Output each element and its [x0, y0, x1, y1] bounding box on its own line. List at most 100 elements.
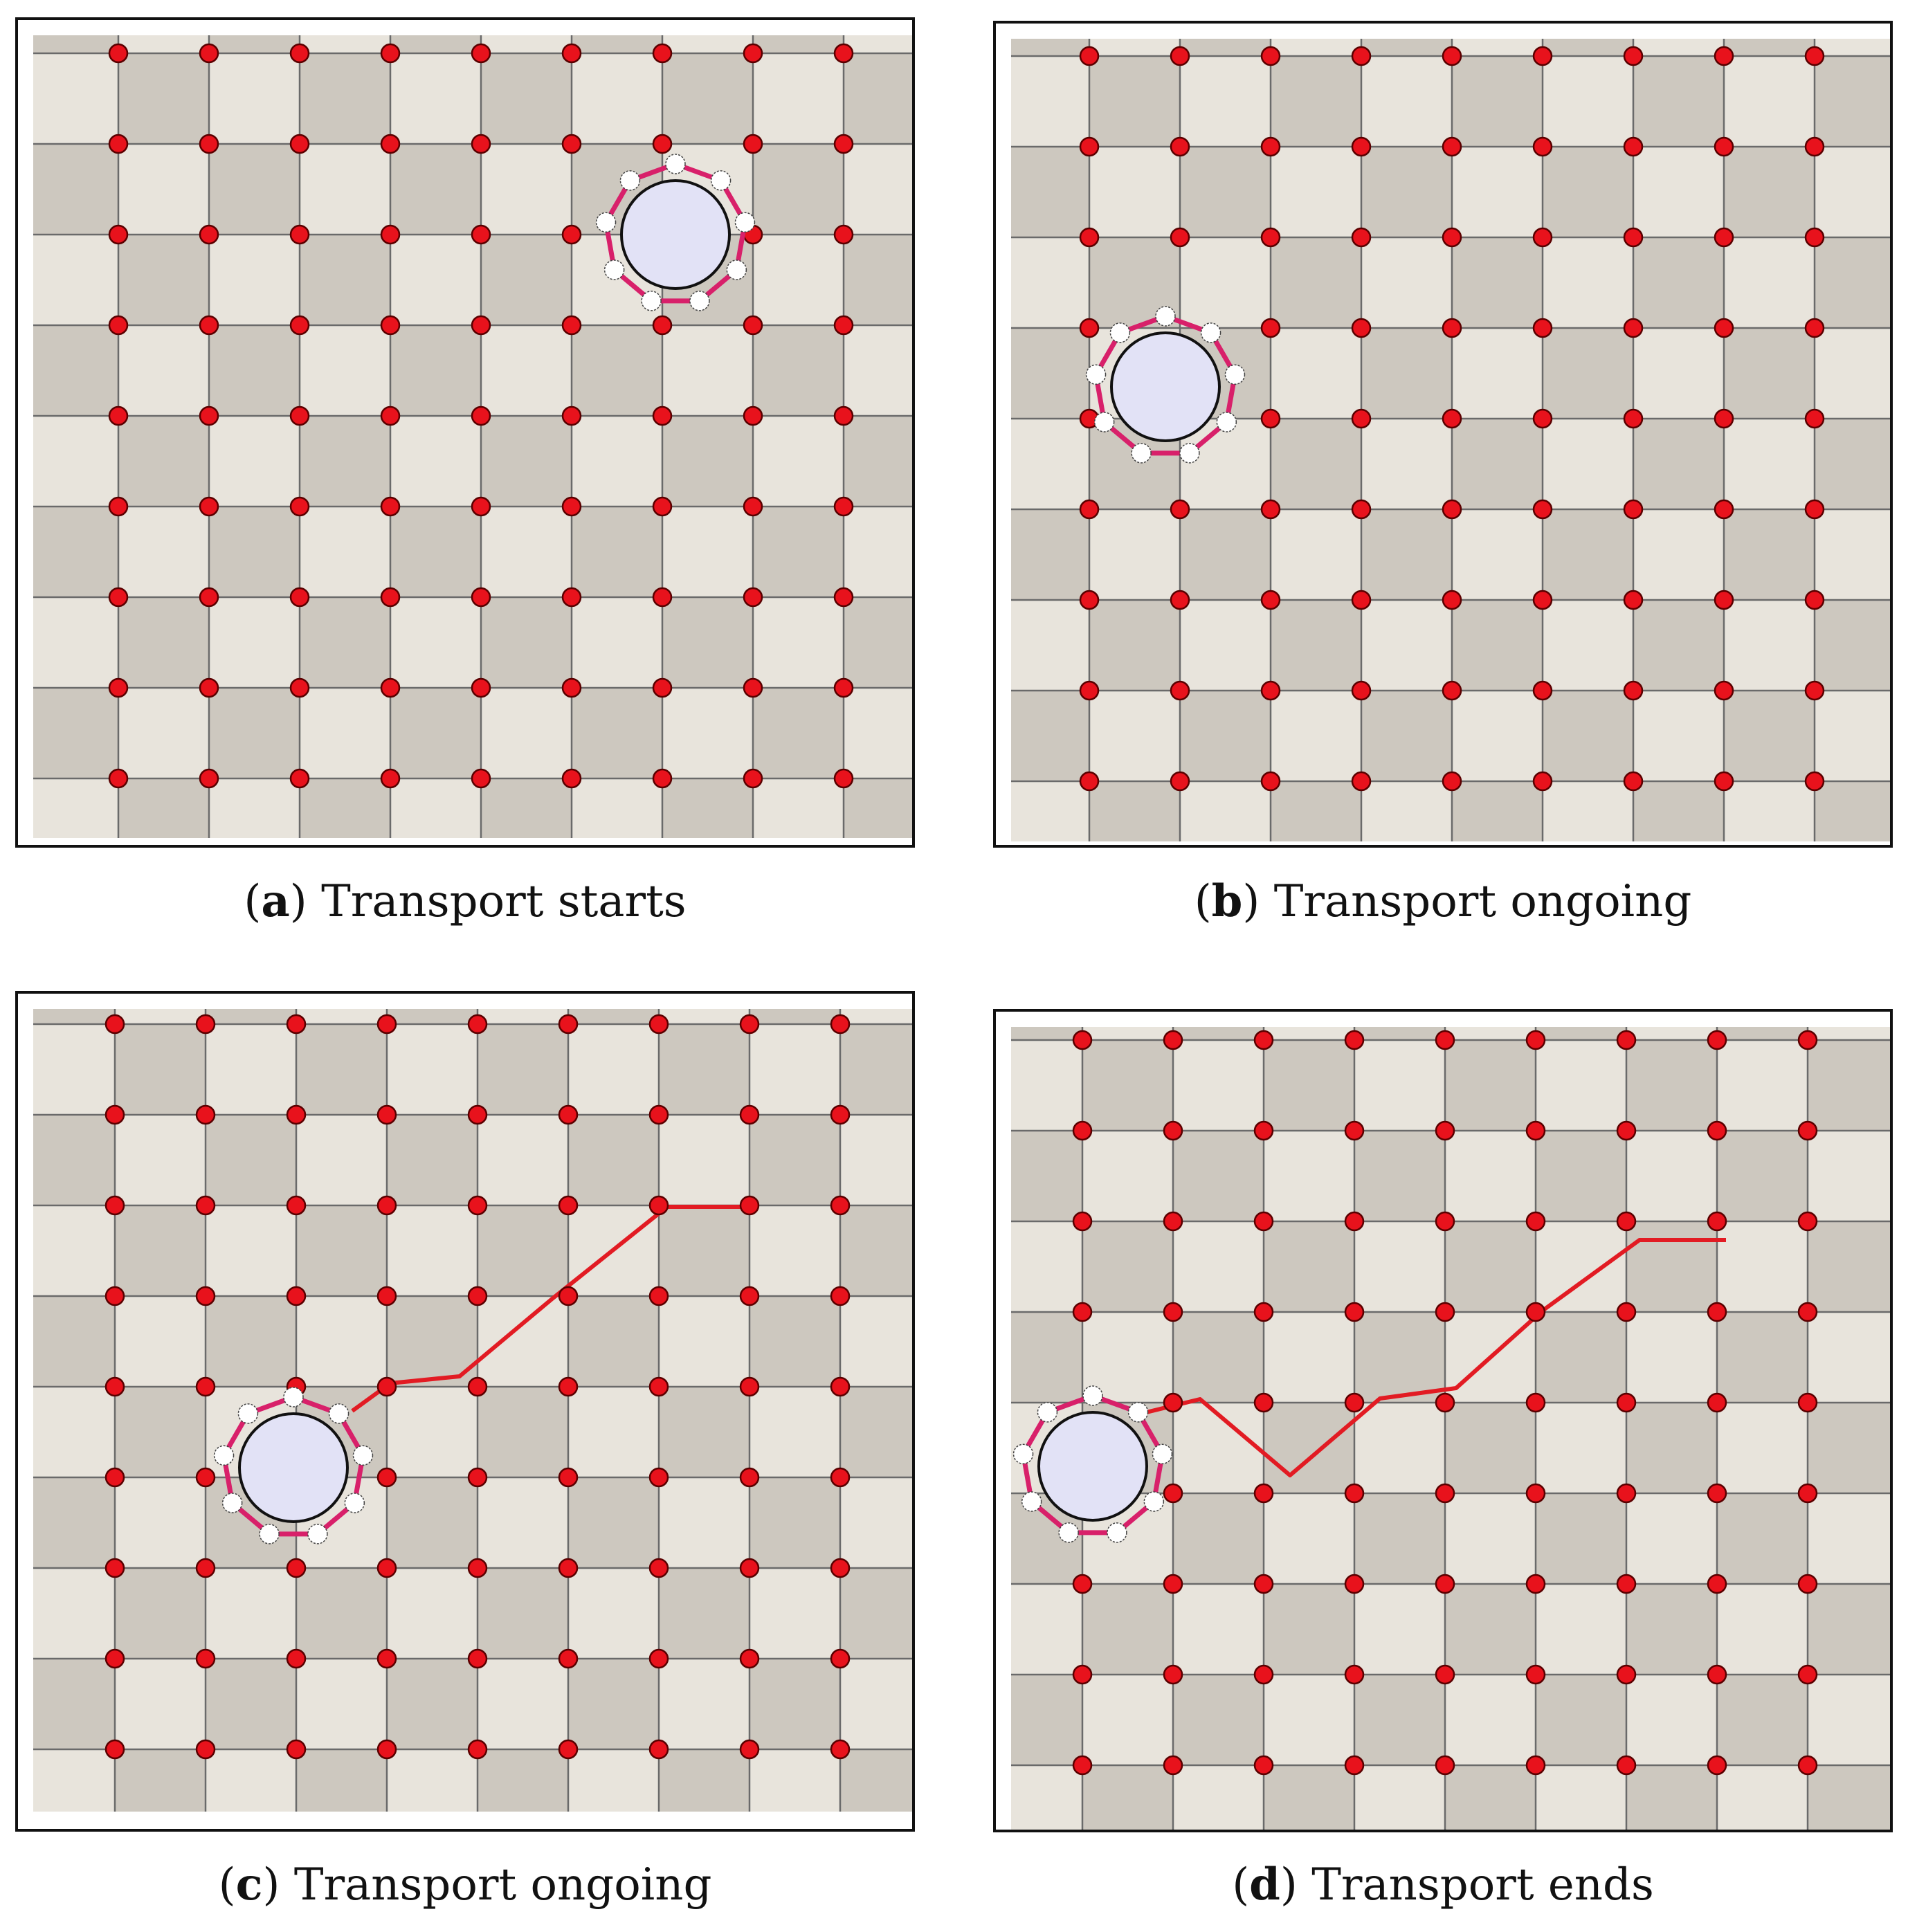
floor-tile — [1354, 1312, 1445, 1403]
grid-node — [1351, 771, 1372, 792]
floor-tile — [1815, 600, 1890, 691]
grid-node — [471, 224, 491, 245]
grid-node — [1616, 1664, 1637, 1685]
floor-tile — [1808, 1040, 1890, 1131]
grid-nodes — [1079, 46, 1825, 792]
grid-node — [105, 1014, 125, 1035]
floor-tile — [33, 1115, 115, 1205]
grid-node — [1079, 227, 1100, 248]
grid-nodes — [105, 1014, 851, 1760]
grid-node — [830, 1558, 851, 1578]
caption-c-text: Transport ongoing — [293, 1859, 712, 1911]
floor-tile — [749, 1477, 840, 1568]
floor-tile — [1452, 237, 1543, 328]
transported-object-group — [1085, 306, 1246, 464]
grid-node — [1344, 1483, 1365, 1504]
grid-node — [1797, 1120, 1818, 1141]
floor-tile — [662, 416, 753, 507]
grid-node — [1072, 1211, 1093, 1232]
grid-node — [1170, 771, 1190, 792]
grid-node — [1344, 1030, 1365, 1050]
grid-node — [1532, 771, 1553, 792]
grid-node — [1344, 1211, 1365, 1232]
grid-node — [1616, 1211, 1637, 1232]
floor-tile — [1633, 781, 1724, 841]
floor-tile — [478, 1749, 568, 1812]
grid-node — [289, 587, 310, 608]
grid-node — [1616, 1302, 1637, 1322]
floor-tile — [206, 1659, 296, 1749]
grid-node — [1351, 136, 1372, 157]
caption-d-letter: d — [1249, 1859, 1280, 1911]
grid-node — [1714, 227, 1734, 248]
floor-tile — [387, 1115, 478, 1205]
grid-node — [1525, 1392, 1546, 1413]
floor-tile — [1361, 328, 1452, 419]
grid-node — [1707, 1392, 1727, 1413]
grid-node — [1532, 136, 1553, 157]
robot — [1143, 1491, 1165, 1512]
grid-node — [1163, 1392, 1183, 1413]
grid-node — [1435, 1392, 1455, 1413]
robot — [1012, 1443, 1034, 1465]
grid-node — [105, 1104, 125, 1125]
floor-tile — [33, 688, 118, 778]
grid-node — [833, 224, 854, 245]
floor-tile — [1626, 1584, 1717, 1675]
floor-tile — [1445, 1221, 1536, 1312]
grid-node — [1707, 1120, 1727, 1141]
floor-tile — [1445, 1403, 1536, 1493]
grid-node — [1170, 46, 1190, 66]
floor-tile — [749, 1009, 840, 1024]
grid-node — [833, 405, 854, 426]
floor-tile — [1089, 600, 1180, 691]
floor-tile — [1626, 1040, 1717, 1131]
grid-node — [195, 1648, 216, 1669]
floor-tile — [387, 1659, 478, 1749]
floor-tile — [1271, 237, 1361, 328]
floor-tile — [209, 507, 300, 597]
grid-node — [1525, 1755, 1546, 1776]
floor-tile — [1180, 691, 1271, 781]
grid-node — [833, 587, 854, 608]
floor-tile — [1445, 1765, 1536, 1830]
floor-tile — [572, 325, 662, 416]
grid-node — [743, 134, 763, 154]
grid-node — [561, 43, 582, 64]
grid-node — [1707, 1302, 1727, 1322]
grid-node — [1260, 771, 1281, 792]
floor-tile — [840, 1749, 912, 1812]
grid-node — [648, 1104, 669, 1125]
floor-tile — [118, 778, 209, 838]
floor-tile — [1361, 691, 1452, 781]
grid-node — [561, 405, 582, 426]
grid-node — [1804, 227, 1825, 248]
grid-node — [1804, 499, 1825, 520]
grid-node — [1714, 318, 1734, 338]
grid-node — [1714, 680, 1734, 701]
grid-node — [289, 43, 310, 64]
grid-node — [1435, 1120, 1455, 1141]
robot — [665, 154, 686, 174]
floor-tile — [1815, 419, 1890, 509]
grid-node — [467, 1467, 488, 1488]
caption-b: (b) Transport ongoing — [1194, 875, 1692, 927]
floor-tile — [840, 1387, 912, 1477]
grid-node — [743, 405, 763, 426]
grid-node — [1260, 408, 1281, 429]
floor-tile — [1633, 419, 1724, 509]
floor-tile — [33, 1009, 115, 1024]
grid-node — [1170, 590, 1190, 610]
grid-node — [1344, 1120, 1365, 1141]
floor-tile — [568, 1115, 659, 1205]
grid-node — [380, 43, 401, 64]
grid-node — [743, 677, 763, 698]
grid-node — [108, 768, 129, 789]
floor-tile — [1724, 39, 1815, 56]
grid-node — [195, 1286, 216, 1306]
floor-tile — [1724, 328, 1815, 419]
floor-tile — [1717, 1027, 1808, 1040]
transported-object — [620, 179, 731, 290]
floor-tile — [844, 235, 912, 325]
caption-a: (a) Transport starts — [244, 875, 687, 927]
